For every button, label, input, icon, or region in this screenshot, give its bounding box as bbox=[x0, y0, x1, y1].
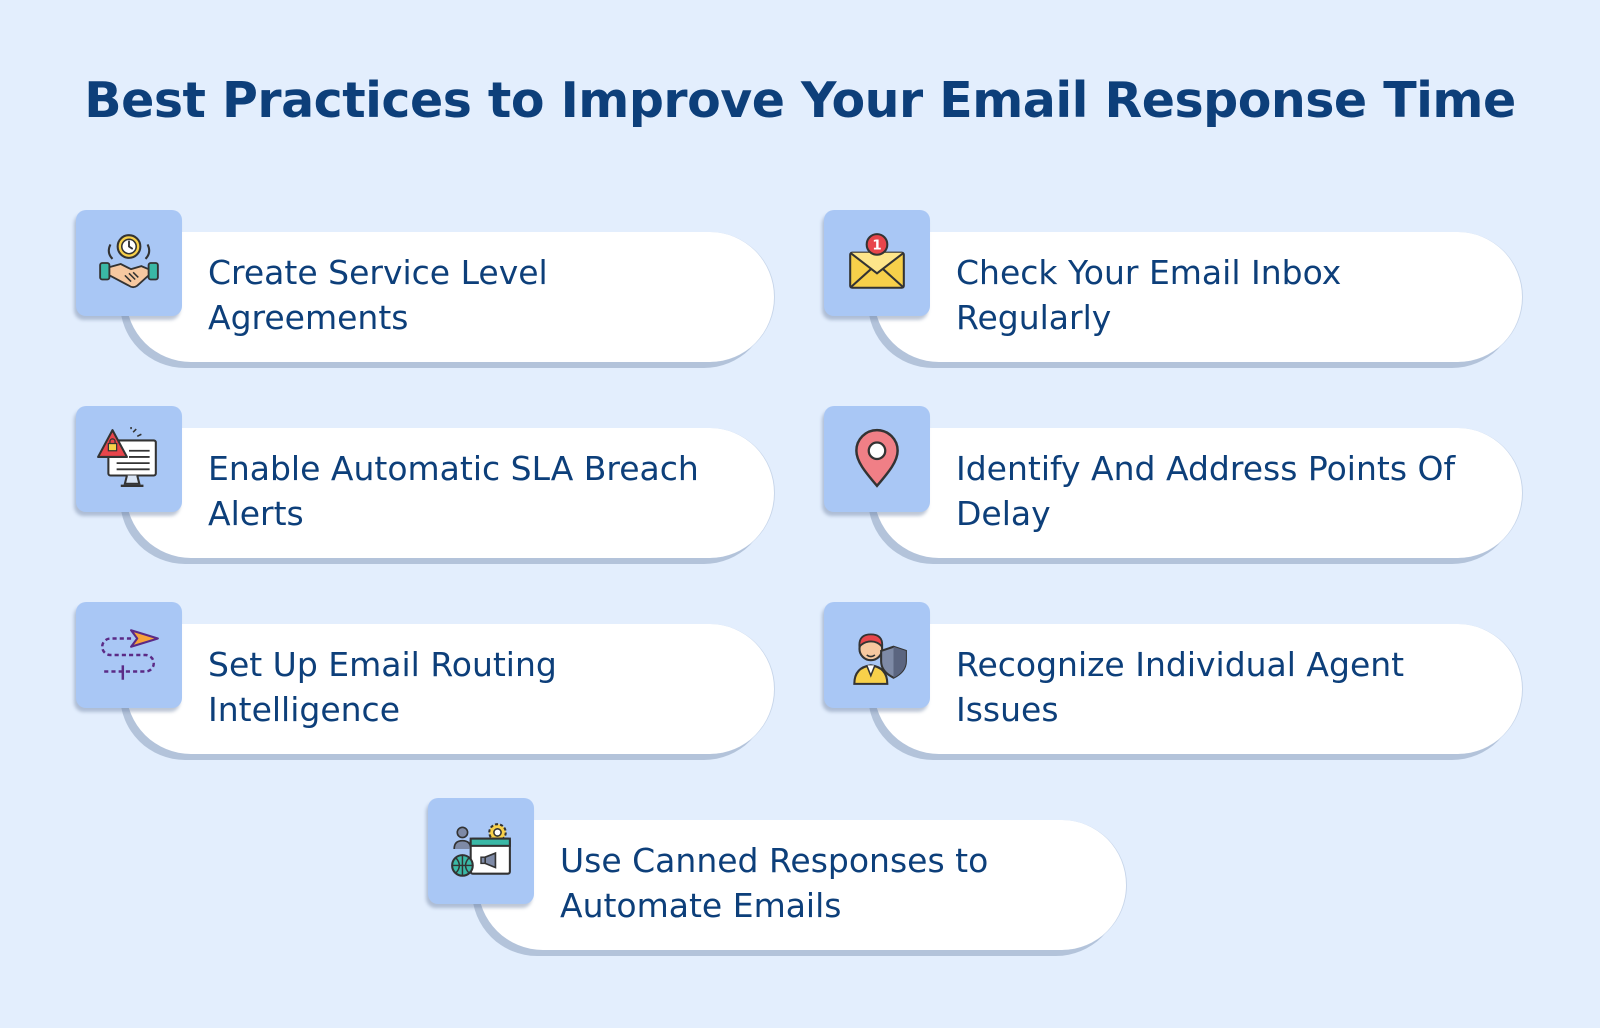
card-label: Identify And Address Points Of Delay bbox=[956, 449, 1456, 533]
handshake-clock-icon bbox=[99, 234, 159, 289]
icon-box bbox=[76, 210, 182, 316]
card-label: Create Service Level Agreements bbox=[208, 253, 548, 337]
card-label: Check Your Email Inbox Regularly bbox=[956, 253, 1342, 337]
card-pill bbox=[126, 232, 775, 362]
icon-box bbox=[428, 798, 534, 904]
location-pin-icon bbox=[855, 428, 899, 488]
icon-box bbox=[824, 602, 930, 708]
card-pill bbox=[126, 624, 775, 754]
practice-card-alerts: Enable Automatic SLA Breach Alerts bbox=[76, 406, 776, 560]
card-pill bbox=[874, 428, 1523, 558]
monitor-alert-icon bbox=[97, 427, 157, 487]
card-label: Set Up Email Routing Intelligence bbox=[208, 645, 557, 729]
card-pill bbox=[478, 820, 1127, 950]
practice-card-routing: Set Up Email Routing Intelligence bbox=[76, 602, 776, 756]
paper-plane-route-icon bbox=[101, 629, 159, 680]
svg-text:1: 1 bbox=[872, 239, 881, 254]
automation-gear-icon bbox=[451, 823, 511, 877]
card-label: Enable Automatic SLA Breach Alerts bbox=[208, 449, 699, 533]
practice-card-inbox: 1 Check Your Email Inbox Regularly bbox=[824, 210, 1524, 364]
icon-box bbox=[76, 602, 182, 708]
practice-card-agent: Recognize Individual Agent Issues bbox=[824, 602, 1524, 756]
envelope-notification-icon: 1 bbox=[849, 233, 905, 289]
practice-card-canned: Use Canned Responses to Automate Emails bbox=[428, 798, 1128, 952]
page-title: Best Practices to Improve Your Email Res… bbox=[84, 72, 1516, 129]
practice-card-sla: Create Service Level Agreements bbox=[76, 210, 776, 364]
icon-box: 1 bbox=[824, 210, 930, 316]
card-pill bbox=[126, 428, 775, 558]
icon-box bbox=[824, 406, 930, 512]
card-label: Use Canned Responses to Automate Emails bbox=[560, 841, 989, 925]
icon-box bbox=[76, 406, 182, 512]
card-pill bbox=[874, 624, 1523, 754]
card-pill bbox=[874, 232, 1523, 362]
practice-card-delay: Identify And Address Points Of Delay bbox=[824, 406, 1524, 560]
card-label: Recognize Individual Agent Issues bbox=[956, 645, 1405, 729]
agent-shield-icon bbox=[853, 633, 907, 685]
